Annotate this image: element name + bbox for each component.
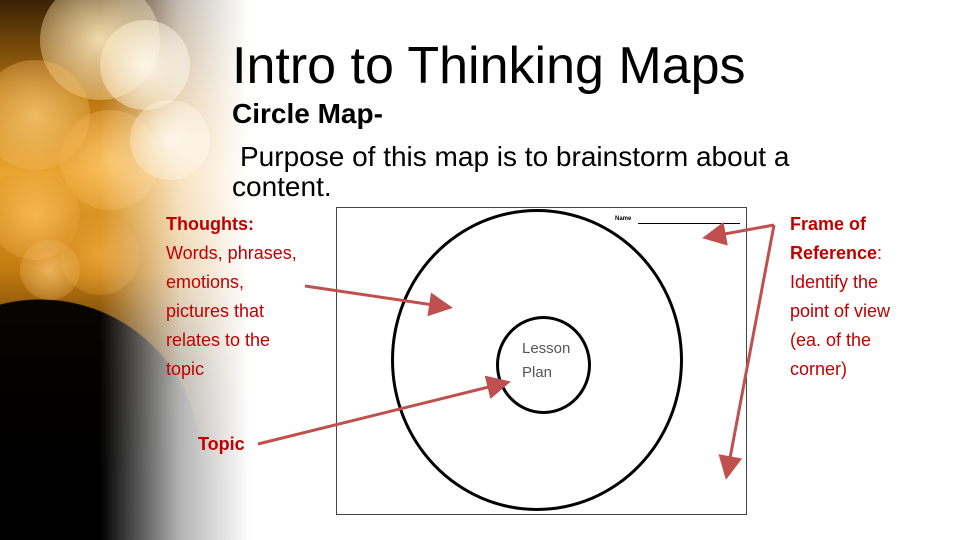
bokeh-background: [0, 0, 250, 540]
worksheet-name-label: Name: [615, 216, 632, 222]
center-topic-text: Lesson Plan: [522, 337, 570, 385]
frame-arrow-down: [718, 224, 776, 480]
frame-arrow-to-corner: [702, 221, 775, 246]
frame-line: corner): [790, 359, 848, 379]
frame-of-reference-callout: Frame of Reference: Identify the point o…: [790, 210, 890, 384]
purpose-line-1: Purpose of this map is to brainstorm abo…: [240, 141, 790, 172]
purpose-text: Purpose of this map is to brainstorm abo…: [232, 142, 932, 202]
thoughts-line: relates to the: [166, 330, 271, 350]
worksheet-name-line: [638, 223, 740, 224]
thoughts-arrow: [304, 284, 453, 317]
frame-line: Identify the: [790, 272, 879, 292]
thoughts-line: topic: [166, 359, 205, 379]
topic-label: Topic: [198, 434, 245, 454]
inner-circle: [496, 316, 591, 414]
outer-circle: [391, 209, 683, 511]
thoughts-line: emotions,: [166, 272, 245, 292]
frame-line: point of view: [790, 301, 891, 321]
purpose-line-2: content.: [232, 171, 332, 202]
thoughts-line: pictures that: [166, 301, 265, 321]
thoughts-line: Words, phrases,: [166, 243, 297, 263]
topic-arrow: [257, 375, 511, 446]
topic-callout: Topic: [198, 430, 245, 459]
center-line-2: Plan: [522, 364, 553, 381]
page-title: Intro to Thinking Maps: [232, 37, 746, 95]
frame-line: (ea. of the: [790, 330, 872, 350]
subtitle: Circle Map-: [232, 98, 383, 129]
frame-heading-1: Frame of: [790, 214, 867, 234]
thoughts-heading: Thoughts:: [166, 214, 254, 234]
center-line-1: Lesson: [522, 340, 571, 357]
frame-heading-2: Reference:: [790, 243, 883, 263]
thoughts-callout: Thoughts: Words, phrases, emotions, pict…: [166, 210, 297, 384]
